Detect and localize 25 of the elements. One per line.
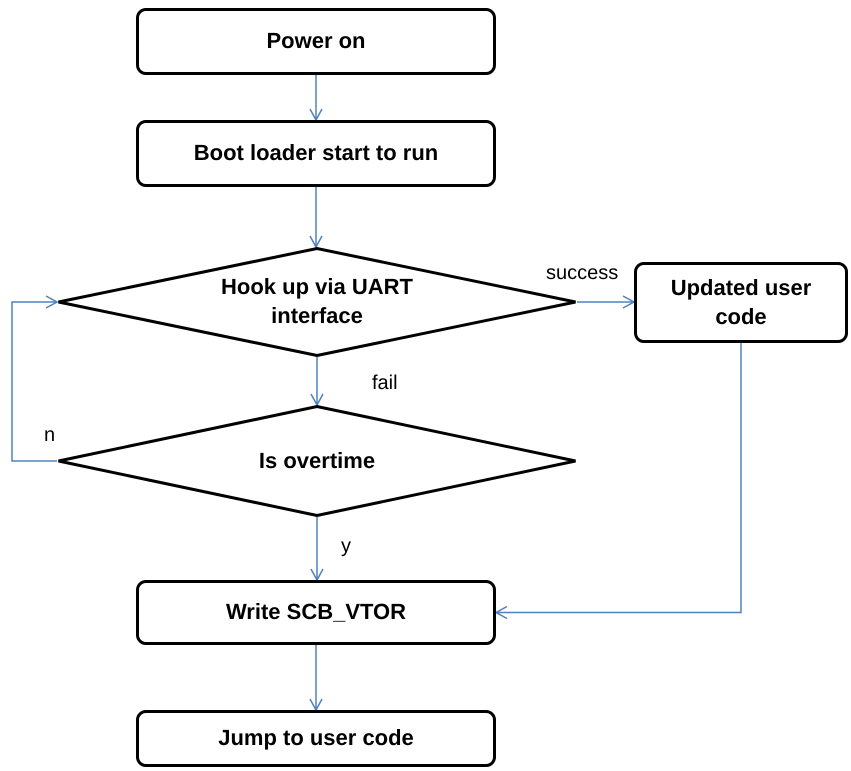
arrow bbox=[11, 295, 58, 462]
arrow bbox=[309, 75, 323, 121]
arrow bbox=[577, 295, 635, 309]
edge-label: n bbox=[44, 424, 56, 447]
process-box bbox=[136, 120, 496, 187]
arrow bbox=[495, 343, 742, 620]
node-text: Is overtime bbox=[258, 446, 376, 475]
arrow bbox=[309, 645, 323, 711]
arrow bbox=[309, 187, 323, 248]
decision-diamond bbox=[57, 405, 577, 517]
process-box bbox=[136, 8, 496, 75]
process-box bbox=[136, 580, 496, 645]
node-text: Write SCB_VTOR bbox=[226, 598, 406, 626]
arrow bbox=[310, 357, 324, 406]
node-text: Power on bbox=[266, 27, 366, 56]
node-text: Boot loader start to run bbox=[194, 139, 438, 168]
process-box bbox=[136, 710, 496, 767]
node-text: Hook up via UART interface bbox=[220, 273, 414, 330]
process-box bbox=[634, 262, 848, 343]
node-text: Jump to user code bbox=[218, 724, 414, 752]
edge-label: success bbox=[546, 262, 618, 285]
arrow bbox=[310, 517, 324, 581]
node-text: Updated user code bbox=[670, 274, 812, 330]
edge-label: fail bbox=[372, 372, 398, 395]
edge-label: y bbox=[341, 535, 351, 558]
